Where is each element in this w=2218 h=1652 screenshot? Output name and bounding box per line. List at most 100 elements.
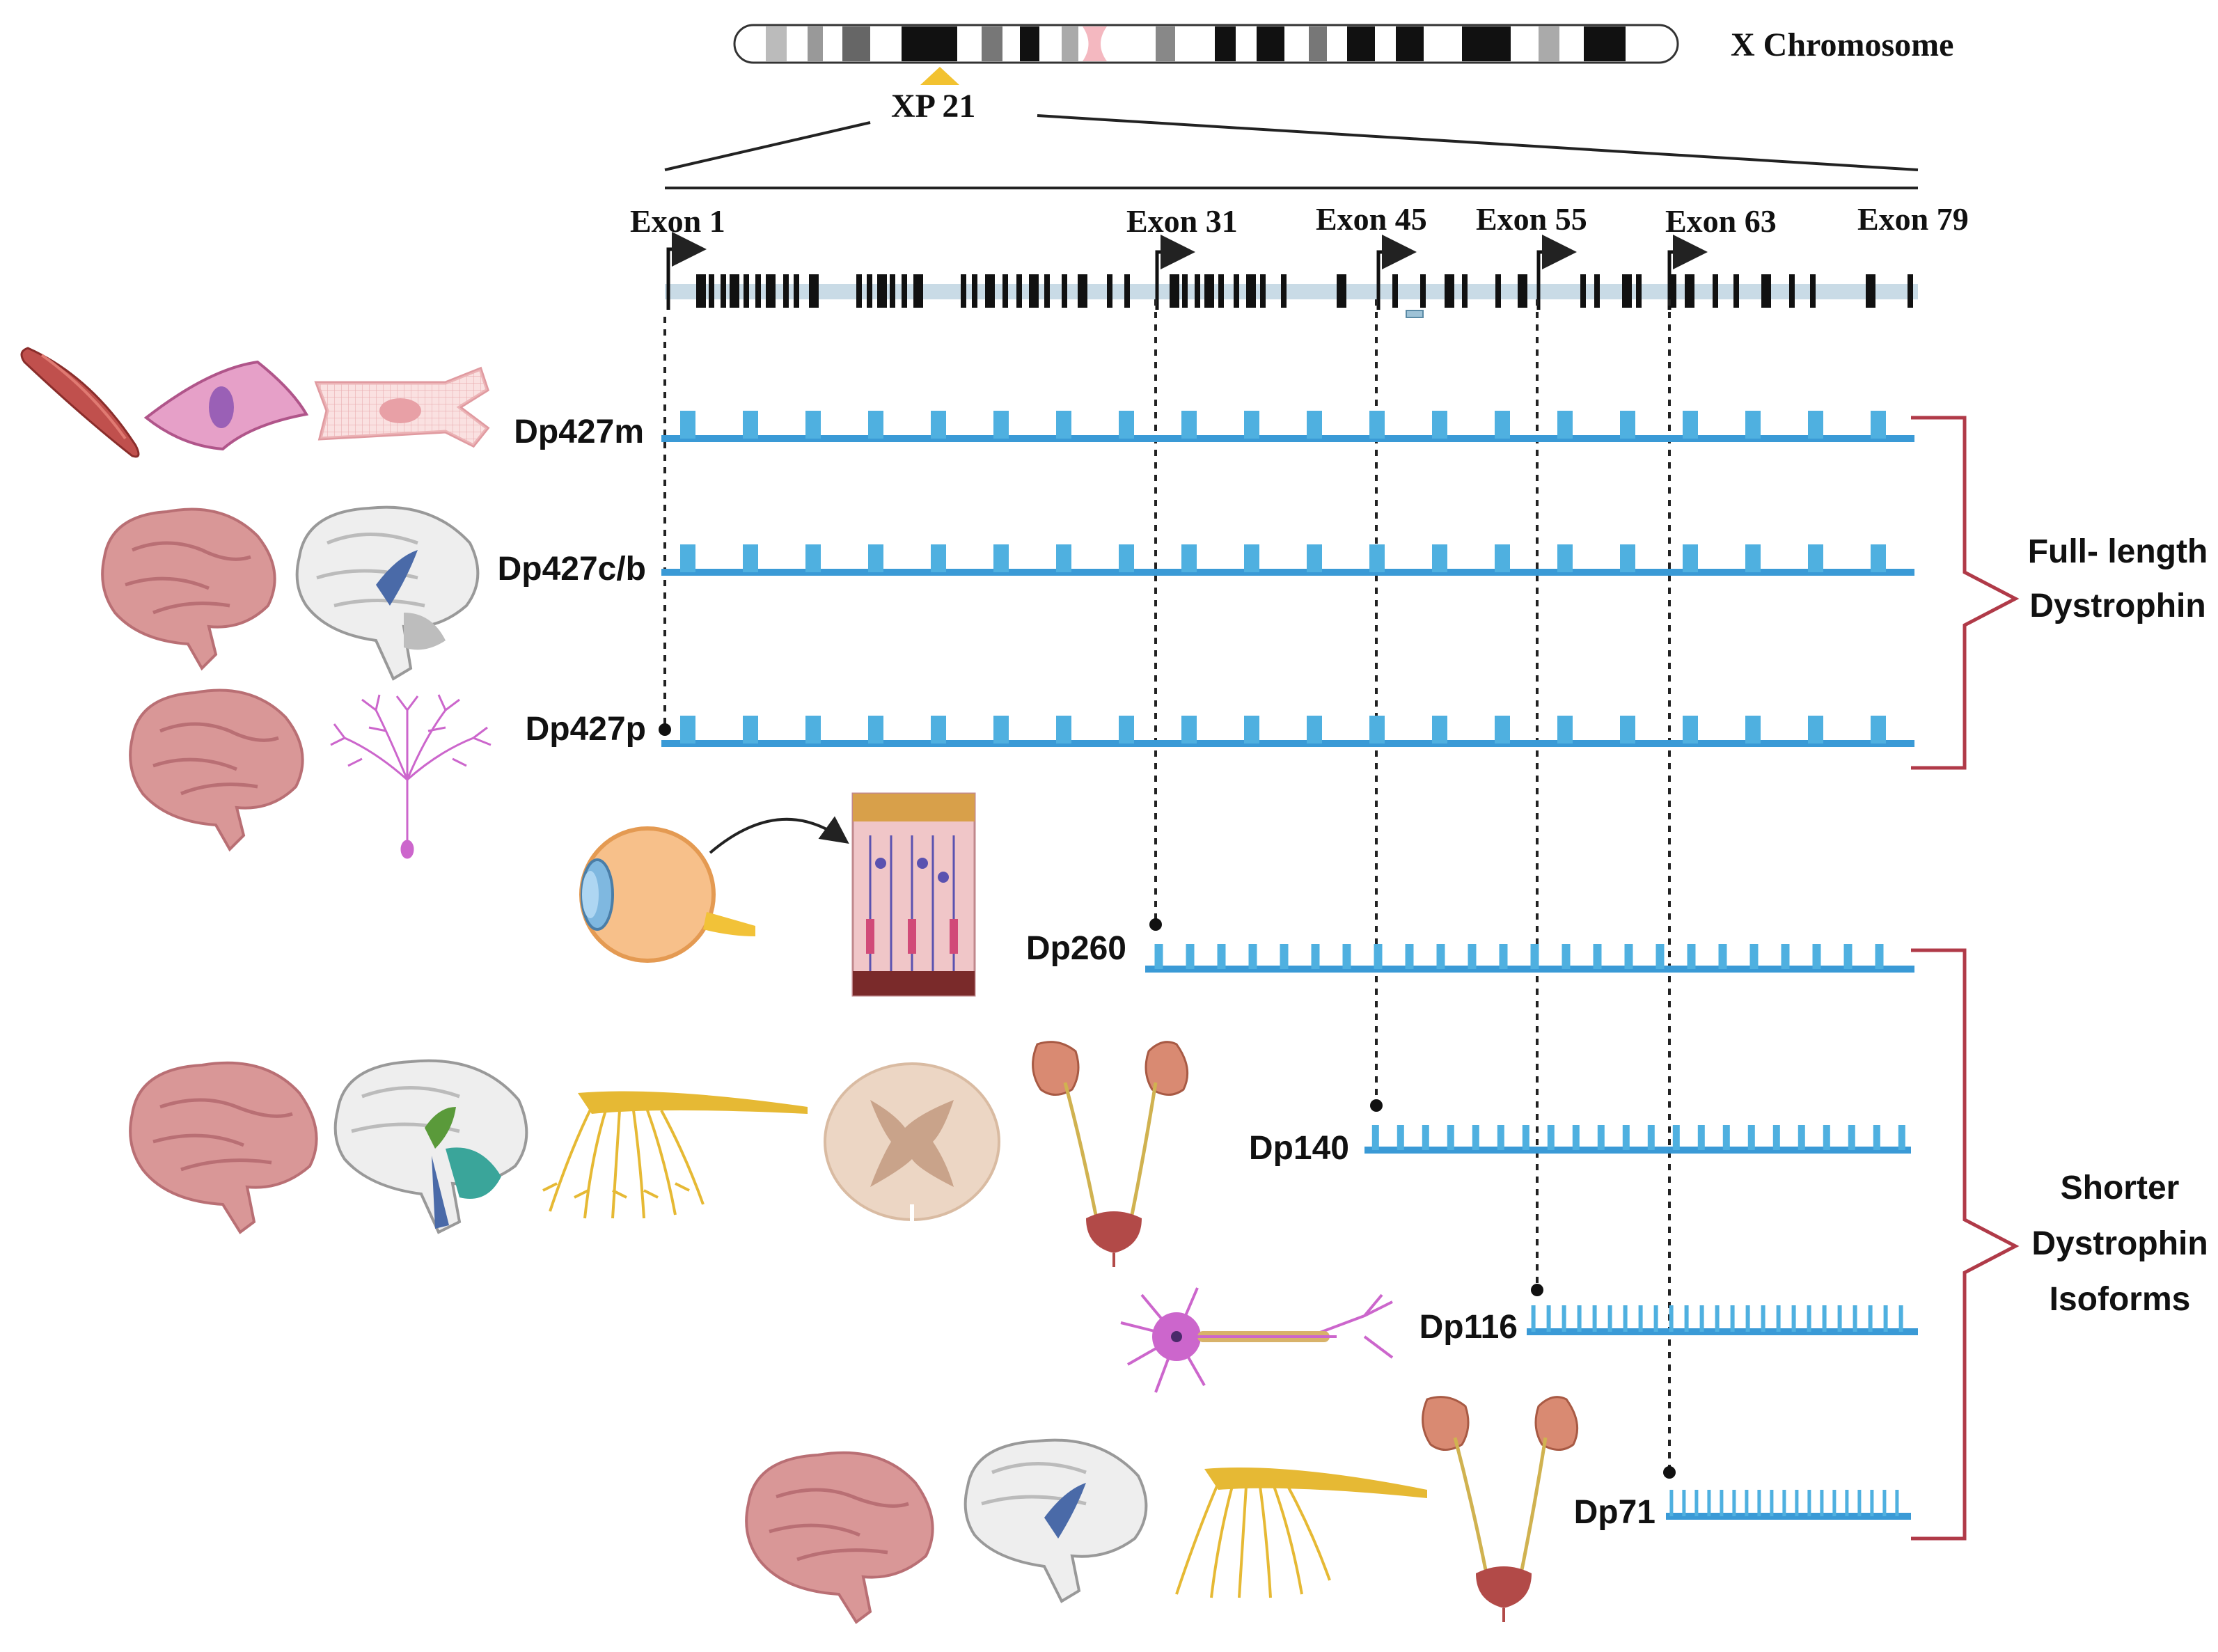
band-marker-icon (920, 67, 959, 85)
isoform-domain-tick (1620, 716, 1635, 744)
isoform-domain-tick (1898, 1305, 1903, 1332)
exon-bar (1810, 274, 1816, 308)
exon-label: Exon 1 (630, 203, 725, 239)
skeletal-muscle-icon (20, 347, 140, 458)
isoform-domain-tick (1248, 944, 1257, 969)
kidney-urinary-icon (1032, 1041, 1189, 1267)
isoform-domain-tick (1557, 544, 1573, 572)
promoter-arrow-icon (1667, 235, 1708, 310)
isoform-domain-tick (1307, 411, 1322, 439)
group-label-shorter-3: Isoforms (2050, 1281, 2191, 1318)
isoform-label-dp427p: Dp427p (526, 711, 646, 748)
isoform-domain-tick (805, 544, 821, 572)
isoform-baseline (1527, 1328, 1918, 1335)
isoform-domain-tick (1307, 716, 1322, 744)
exon-bar (794, 274, 799, 308)
promoter-arrow-icon (1155, 235, 1195, 310)
isoform-domain-tick (1186, 944, 1195, 969)
exon-bar (1246, 274, 1256, 308)
isoform-domain-tick (1468, 944, 1477, 969)
isoform-domain-tick (680, 411, 695, 439)
isoform-track-dp260 (1145, 944, 1914, 973)
brain-icon (101, 508, 276, 671)
isoform-domain-tick (680, 544, 695, 572)
exon-bar (1594, 274, 1600, 308)
isoform-domain-tick (1181, 411, 1197, 439)
isoform-domain-tick (805, 716, 821, 744)
isoform-domain-tick (1745, 1305, 1750, 1332)
isoform-domain-tick (1747, 1125, 1755, 1150)
isoform-domain-tick (1808, 544, 1823, 572)
isoform-domain-tick (1593, 944, 1602, 969)
isoform-track-dp116 (1527, 1305, 1918, 1335)
isoform-domain-tick (1307, 544, 1322, 572)
exon-bar (1866, 274, 1875, 308)
exon-bar (696, 274, 706, 308)
isoform-domain-tick (1497, 1125, 1504, 1150)
isoform-domain-tick (1546, 1305, 1551, 1332)
isoform-label-dp427cb: Dp427c/b (498, 551, 646, 588)
isoform-domain-tick (1119, 411, 1134, 439)
isoform-baseline (661, 569, 1914, 576)
zoom-lines (664, 114, 1919, 189)
x-chromosome (733, 24, 1679, 85)
isoform-domain-tick (1432, 716, 1447, 744)
isoform-domain-tick (1371, 1125, 1379, 1150)
isoform-baseline (661, 435, 1914, 442)
isoform-domain-tick (1745, 411, 1761, 439)
chromosome-bands (766, 26, 1626, 61)
isoform-domain-tick (1280, 944, 1289, 969)
isoform-label-dp116: Dp116 (1419, 1309, 1518, 1346)
exon-bar (1234, 274, 1239, 308)
nerve-fibers-icon (542, 1091, 808, 1219)
exon-bar (1044, 274, 1050, 308)
exon-bar (1622, 274, 1632, 308)
isoform-domain-tick (1791, 1305, 1796, 1332)
isoform-domain-tick (1745, 716, 1761, 744)
band-label: XP 21 (891, 88, 975, 125)
isoform-domain-tick (1577, 1305, 1582, 1332)
exon-bar (1518, 274, 1527, 308)
isoform-domain-tick (1843, 944, 1853, 969)
isoform-domain-tick (931, 716, 946, 744)
isoform-domain-tick (1405, 944, 1414, 969)
isoform-domain-tick (1687, 944, 1696, 969)
isoform-domain-tick (1795, 1490, 1799, 1516)
isoform-domain-tick (1495, 411, 1510, 439)
exon-bar (877, 274, 887, 308)
isoform-domain-tick (743, 716, 758, 744)
isoform-domain-tick (805, 411, 821, 439)
group-label-full-length: Full- length (2028, 533, 2208, 570)
isoform-domain-tick (931, 544, 946, 572)
isoform-domain-tick (868, 544, 883, 572)
exon-bar (902, 274, 907, 308)
exon-bar (890, 274, 895, 308)
isoform-domain-tick (1781, 944, 1790, 969)
exon-bar (856, 274, 862, 308)
bracket-shorter (1911, 948, 2020, 1541)
isoform-domain-tick (1154, 944, 1163, 969)
peripheral-neuron-icon (1120, 1287, 1394, 1393)
isoform-domain-tick (1244, 411, 1259, 439)
exon-label: Exon 63 (1665, 203, 1777, 239)
isoform-domain-tick (1056, 411, 1071, 439)
isoform-domain-tick (1622, 1125, 1630, 1150)
exon-bar (1713, 274, 1718, 308)
exon-label: Exon 31 (1126, 203, 1238, 239)
isoform-track-dp71 (1666, 1490, 1911, 1520)
brain-sagittal-icon (964, 1438, 1148, 1603)
isoform-domain-tick (1745, 544, 1761, 572)
isoform-domain-tick (1699, 1305, 1704, 1332)
isoform-domain-tick (1181, 544, 1197, 572)
isoform-domain-tick (1495, 716, 1510, 744)
exon-bar (1685, 274, 1694, 308)
isoform-domain-tick (743, 544, 758, 572)
isoform-domain-tick (1808, 411, 1823, 439)
isoform-domain-tick (1697, 1125, 1705, 1150)
exon-bar (1495, 274, 1501, 308)
isoform-domain-tick (1732, 1490, 1736, 1516)
isoform-domain-tick (1837, 1305, 1842, 1332)
exon-bar (783, 274, 789, 308)
isoform-domain-tick (1181, 716, 1197, 744)
exon-bar (1062, 274, 1067, 308)
